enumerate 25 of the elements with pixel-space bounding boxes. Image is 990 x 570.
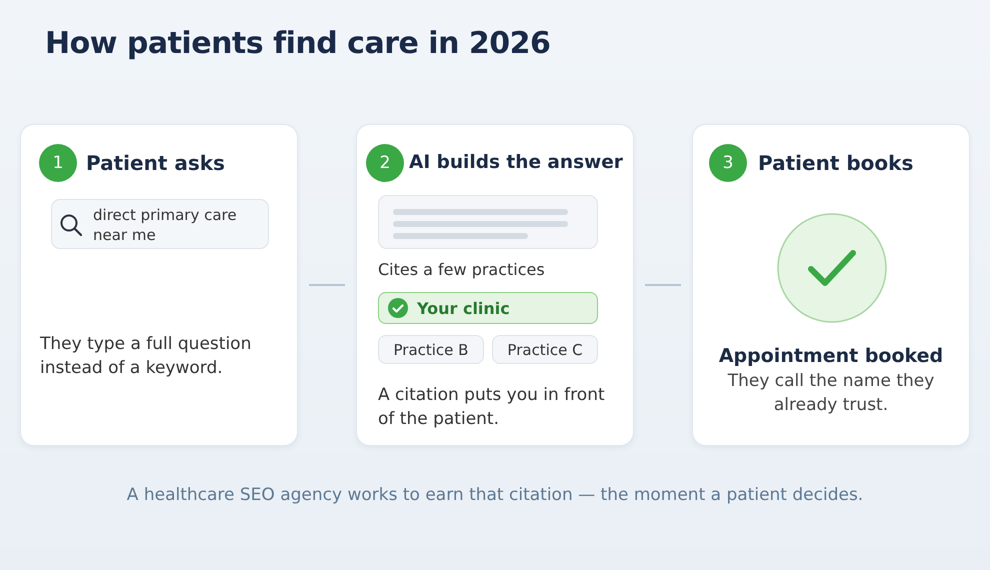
step-number-badge: 1 [39,144,77,182]
step-description: They call the name they already trust. [726,370,936,417]
step-number-badge: 3 [709,144,747,182]
search-query: direct primary care near me [93,205,238,245]
step-number-badge: 2 [366,144,404,182]
step-heading: AI builds the answer [409,152,623,173]
caption: A healthcare SEO agency works to earn that citation — the moment a patient decides. [126,485,864,505]
step-card [20,124,298,446]
connector-line [645,284,681,286]
diagram-title: How patients find care in 2026 [45,26,550,61]
connector-line [309,284,345,286]
section-label: Cites a few practices [378,260,545,279]
citation-name: Your clinic [417,298,510,318]
step-heading: Patient books [758,151,914,175]
result-label: Appointment booked [718,345,944,367]
answer-placeholder [378,195,598,249]
search-field [51,199,269,249]
step-card [356,124,634,446]
citation-pill: Practice B [378,335,484,364]
step-card [692,124,970,446]
step-description: They type a full question instead of a keyword. [40,333,252,380]
citation-pill: Practice C [492,335,598,364]
citation-pill [378,292,598,324]
step-heading: Patient asks [86,151,225,175]
step-description: A citation puts you in front of the patient. [378,384,606,431]
